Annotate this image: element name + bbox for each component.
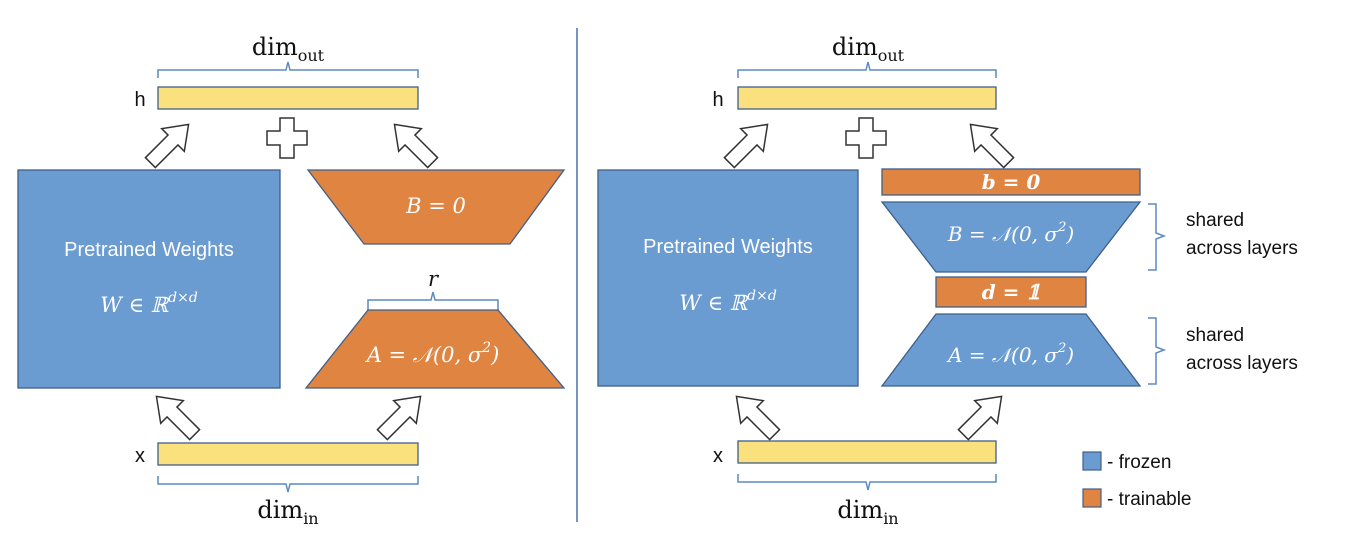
left-dim-in-label: dimin [257, 496, 318, 528]
legend-trainable-label: - trainable [1107, 489, 1192, 510]
right-x-label: x [713, 445, 723, 467]
right-arrow-up-icon-2 [969, 123, 1015, 169]
right-arrow-from-x-icon-2 [957, 395, 1003, 441]
left-pretrained-weights-box [17, 169, 281, 389]
right-shared-label-top: shared across layers [1186, 210, 1298, 259]
right-dim-out-label: dimout [832, 33, 905, 65]
right-panel: dimout h Pretrained Weights W ∈ ℝd×d b =… [597, 33, 1298, 528]
left-pretrained-title: Pretrained Weights [64, 239, 234, 261]
right-shared-brace-top [1148, 203, 1167, 271]
left-arrow-up-icon-2 [393, 123, 439, 169]
legend-frozen-label: - frozen [1107, 452, 1171, 473]
legend: - frozen - trainable [1082, 451, 1192, 510]
right-pretrained-title: Pretrained Weights [643, 236, 813, 258]
right-d-label: d = 𝟙 [982, 280, 1041, 304]
right-arrow-from-x-icon [735, 395, 781, 441]
left-h-label: h [134, 89, 145, 111]
right-bottom-brace [737, 474, 997, 491]
left-r-label: r [428, 267, 440, 291]
right-shared-label-bottom: shared across layers [1186, 325, 1298, 374]
right-shared-brace-bottom [1148, 317, 1167, 385]
left-arrow-from-x-icon-2 [376, 395, 422, 441]
left-h-vector [157, 86, 419, 110]
left-x-vector [157, 442, 419, 466]
right-b-label: b = 0 [982, 170, 1041, 194]
right-arrow-up-icon [723, 123, 769, 169]
left-pretrained-formula: W ∈ ℝd×d [100, 290, 198, 317]
right-x-vector [737, 440, 997, 464]
right-h-vector [737, 86, 997, 110]
right-d-bar [935, 276, 1087, 308]
right-h-label: h [712, 89, 723, 111]
left-arrow-up-icon [144, 123, 190, 169]
right-pretrained-formula: W ∈ ℝd×d [679, 288, 777, 315]
left-B-trapezoid [306, 169, 566, 245]
legend-trainable-swatch [1082, 488, 1102, 508]
left-A-label: A = 𝒩(0, σ2) [365, 340, 500, 367]
left-arrow-from-x-icon [155, 395, 201, 441]
right-B-trapezoid [880, 201, 1142, 273]
left-B-label: B = 0 [405, 194, 466, 218]
right-A-label: A = 𝒩(0, σ2) [946, 341, 1074, 367]
left-x-label: x [135, 445, 145, 467]
left-top-brace [157, 61, 419, 78]
right-plus-icon [845, 117, 887, 159]
right-B-label: B = 𝒩(0, σ2) [947, 220, 1074, 246]
right-pretrained-weights-box [597, 169, 859, 387]
left-dim-out-label: dimout [252, 33, 325, 65]
right-b-bar [881, 168, 1141, 196]
left-A-trapezoid [304, 309, 566, 389]
left-panel: dimout h Pretrained Weights W ∈ ℝd×d B =… [17, 33, 566, 528]
right-dim-in-label: dimin [837, 496, 898, 528]
right-A-trapezoid [880, 313, 1142, 387]
legend-frozen-swatch [1082, 451, 1102, 471]
right-top-brace [737, 61, 997, 78]
left-r-brace [367, 291, 499, 310]
left-plus-icon [266, 117, 308, 159]
left-bottom-brace [157, 476, 419, 493]
